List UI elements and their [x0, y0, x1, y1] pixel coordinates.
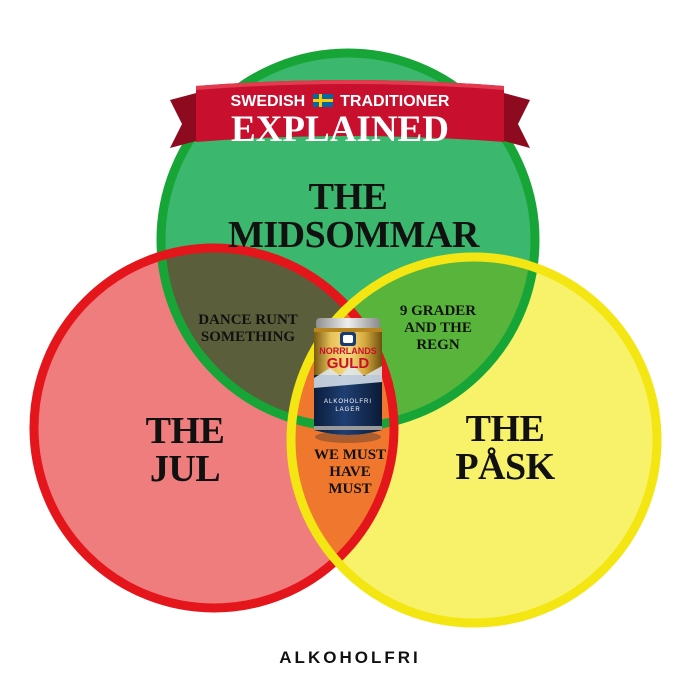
overlap-tr-line3: REGN — [378, 337, 498, 354]
overlap-lr-line3: MUST — [290, 481, 410, 498]
label-9-grader: 9 GRADER AND THE REGN — [378, 303, 498, 354]
label-pask-line1: THE — [430, 410, 580, 448]
can-brand-label: NORRLANDS GULD — [314, 346, 382, 371]
overlap-tl-line1: DANCE RUNT — [178, 312, 318, 329]
overlap-lr-line2: HAVE — [290, 464, 410, 481]
overlap-tl-line2: SOMETHING — [178, 329, 318, 346]
label-pask-line2: PÅSK — [430, 448, 580, 486]
label-dance-runt-something: DANCE RUNT SOMETHING — [178, 312, 318, 346]
label-jul-line1: THE — [110, 412, 260, 450]
can-sub-line1: ALKOHOLFRI — [314, 398, 382, 406]
label-jul-line2: JUL — [110, 450, 260, 488]
footer-alkoholfri: ALKOHOLFRI — [0, 648, 700, 668]
overlap-tr-line1: 9 GRADER — [378, 303, 498, 320]
banner-word-swedish: SWEDISH — [231, 93, 306, 110]
can-brand-line2: GULD — [314, 356, 382, 371]
label-midsommar: THE MIDSOMMAR — [228, 178, 468, 254]
can-sub-line2: LAGER — [314, 406, 382, 414]
label-midsommar-line1: THE — [228, 178, 468, 216]
label-jul: THE JUL — [110, 412, 260, 488]
can-sub-label: ALKOHOLFRI LAGER — [314, 398, 382, 414]
sweden-flag-icon — [313, 94, 333, 107]
banner-title-explained: EXPLAINED — [190, 110, 490, 150]
label-we-must-have-must: WE MUST HAVE MUST — [290, 447, 410, 498]
label-midsommar-line2: MIDSOMMAR — [228, 216, 468, 254]
beer-can-icon — [314, 318, 382, 443]
overlap-tr-line2: AND THE — [378, 320, 498, 337]
banner-word-traditioner: TRADITIONER — [340, 93, 449, 110]
overlap-lr-line1: WE MUST — [290, 447, 410, 464]
label-pask: THE PÅSK — [430, 410, 580, 486]
